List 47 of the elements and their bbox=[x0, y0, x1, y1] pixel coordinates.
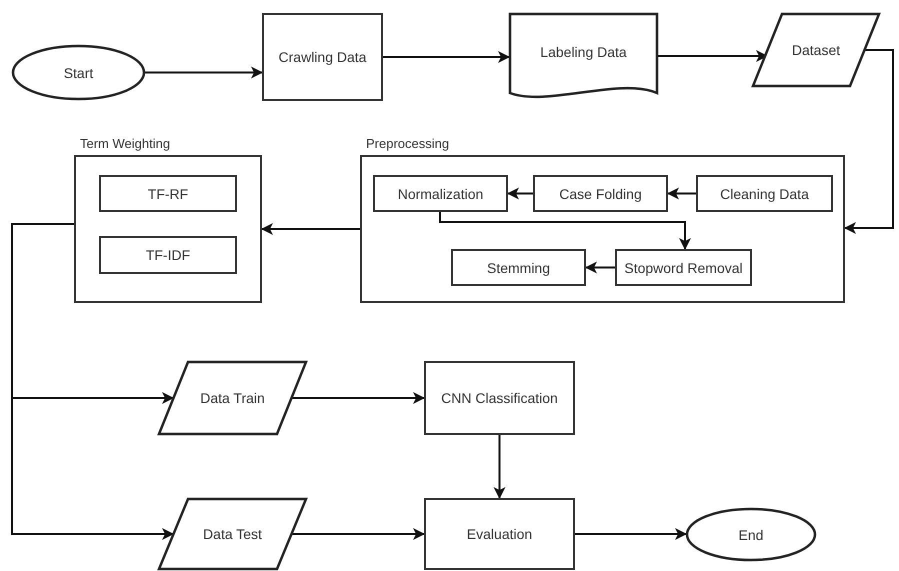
arrow bbox=[667, 188, 696, 200]
node-label: Start bbox=[64, 64, 94, 80]
process-box bbox=[99, 236, 237, 274]
node-label: TF-RF bbox=[148, 186, 188, 202]
terminal-ellipse bbox=[12, 45, 145, 100]
group-title: Term Weighting bbox=[80, 136, 170, 151]
arrow bbox=[383, 51, 510, 63]
group-title: Preprocessing bbox=[366, 136, 450, 151]
arrow bbox=[585, 262, 615, 274]
node-label: Cleaning Data bbox=[720, 186, 809, 202]
node-label: Stopword Removal bbox=[624, 260, 743, 276]
process-box bbox=[262, 13, 383, 101]
node-label: TF-IDF bbox=[146, 247, 190, 263]
data-parallelogram bbox=[158, 361, 307, 435]
arrow bbox=[575, 528, 687, 540]
node-label: Evaluation bbox=[466, 526, 532, 542]
arrow bbox=[844, 49, 894, 234]
document-shape bbox=[509, 13, 658, 99]
process-box bbox=[373, 175, 508, 212]
arrow bbox=[494, 435, 506, 499]
node-label: Case Folding bbox=[559, 186, 642, 202]
arrow bbox=[292, 528, 425, 540]
terminal-ellipse bbox=[686, 508, 816, 561]
arrow bbox=[507, 188, 533, 200]
node-label: Dataset bbox=[792, 42, 840, 58]
node-label: Crawling Data bbox=[278, 49, 366, 65]
data-parallelogram bbox=[158, 498, 307, 570]
node-label: Labeling Data bbox=[540, 44, 627, 60]
arrow bbox=[261, 223, 360, 235]
process-box bbox=[615, 249, 752, 286]
node-label: Stemming bbox=[486, 260, 550, 276]
node-label: Data Test bbox=[203, 526, 262, 542]
node-label: CNN Classification bbox=[441, 390, 558, 406]
arrow bbox=[11, 223, 174, 540]
process-box bbox=[99, 175, 237, 212]
process-box bbox=[424, 361, 575, 435]
process-box bbox=[451, 249, 586, 286]
data-parallelogram bbox=[752, 13, 880, 87]
process-box bbox=[533, 175, 668, 212]
arrow bbox=[145, 66, 263, 78]
node-label: End bbox=[738, 526, 764, 542]
node-label: Data Train bbox=[200, 390, 265, 406]
arrow bbox=[439, 212, 691, 250]
arrow bbox=[292, 392, 425, 404]
process-box bbox=[424, 498, 575, 570]
node-label: Normalization bbox=[398, 186, 484, 202]
process-box bbox=[696, 175, 833, 212]
